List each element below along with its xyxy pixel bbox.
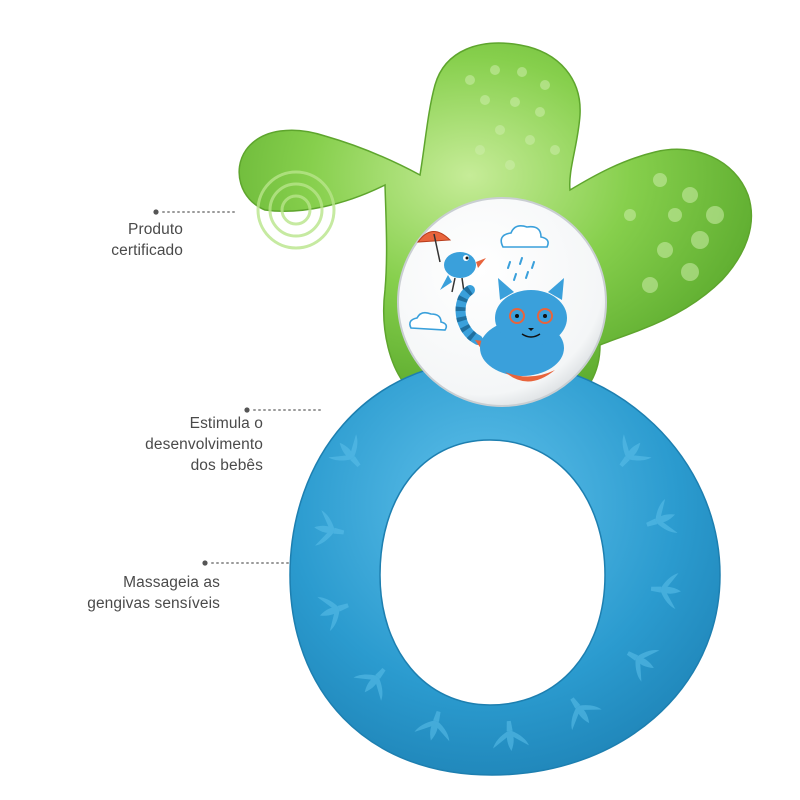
illustration-disc [397, 197, 607, 407]
cat-icon [455, 278, 567, 382]
leader-dot-massage [202, 560, 208, 566]
label-development-line3: dos bebês [190, 457, 263, 474]
label-massage: Massageia as gengivas sensíveis [87, 572, 220, 614]
blue-ring [289, 359, 721, 776]
leader-lines [153, 209, 323, 566]
label-development-line1: Estimula o [189, 415, 263, 432]
label-certified: Produto certificado [111, 219, 183, 261]
label-massage-line2: gengivas sensíveis [87, 595, 220, 612]
label-certified-line2: certificado [111, 242, 183, 259]
label-massage-line1: Massageia as [123, 574, 220, 591]
cloud-icon [409, 225, 549, 331]
label-development-line2: desenvolvimento [145, 436, 263, 453]
leader-dot-certified [153, 209, 159, 215]
label-development: Estimula o desenvolvimento dos bebês [145, 413, 263, 476]
label-certified-line1: Produto [128, 221, 183, 238]
leader-dot-development [244, 407, 250, 413]
rain-drops-icon [507, 257, 535, 281]
umbrella-icon [416, 231, 452, 263]
